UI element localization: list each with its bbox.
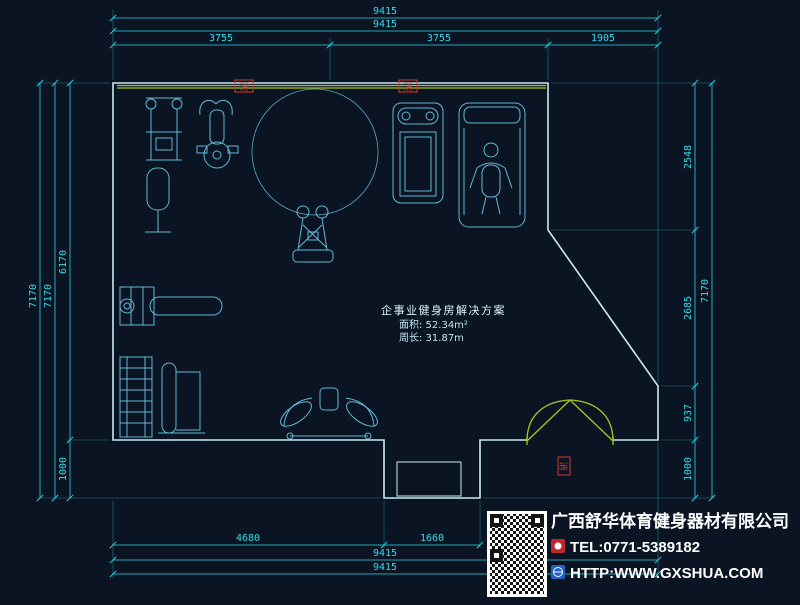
fire-hydrant-mark-3: 消 [557, 456, 571, 476]
dimension-lines-right: 2548 2685 937 1000 7170 [483, 79, 716, 502]
dim-bottom-seg-2: 1660 [420, 533, 444, 544]
dim-left-overall-2: 7170 [43, 284, 54, 308]
fire-mark-label-3: 消 [557, 461, 569, 470]
entrance-double-door [526, 399, 614, 445]
dim-top-overall-2: 9415 [373, 19, 397, 30]
fire-hydrant-mark-1: 消 [234, 79, 254, 93]
fire-hydrant-mark-2: 消 [398, 79, 418, 93]
dim-bottom-overall-1: 9415 [373, 548, 397, 559]
qr-code [487, 511, 547, 597]
globe-icon [551, 565, 565, 579]
dimension-lines-left: 7170 7170 6170 1000 [28, 79, 381, 502]
dimension-lines-top: 9415 9415 3755 3755 1905 [109, 6, 662, 383]
equipment-treadmill-2 [458, 102, 526, 228]
footer-title-block: 广西舒华体育健身器材有限公司 TEL:0771-5389182 HTTP:WWW… [487, 511, 789, 597]
tel-text: TEL:0771-5389182 [570, 539, 700, 556]
dim-right-seg-1: 2548 [683, 145, 694, 169]
url-text: HTTP:WWW.GXSHUA.COM [570, 565, 763, 582]
top-wall-highlight [117, 84, 546, 89]
vestibule-mat [396, 461, 462, 497]
equipment-bench-press [119, 286, 223, 326]
equipment-pec-deck [280, 387, 378, 440]
plan-title: 企事业健身房解决方案 [381, 303, 506, 317]
dim-right-overall: 7170 [700, 279, 711, 303]
equipment-squat-rack [292, 205, 334, 263]
dim-left-seg-1: 6170 [58, 250, 69, 274]
dim-bottom-overall-2: 9415 [373, 562, 397, 573]
equipment-exercise-bike [196, 99, 239, 169]
plan-summary: 企事业健身房解决方案 面积: 52.34m² 周长: 31.87m [381, 303, 506, 344]
equipment-flat-bench [145, 167, 171, 233]
room-outline [112, 82, 659, 499]
dim-top-seg-2: 3755 [427, 33, 451, 44]
plan-area: 面积: 52.34m² [399, 319, 468, 331]
dim-bottom-seg-1: 4680 [236, 533, 260, 544]
dim-top-seg-3: 1905 [591, 33, 615, 44]
dim-top-seg-1: 3755 [209, 33, 233, 44]
phone-icon [551, 539, 565, 553]
company-name: 广西舒华体育健身器材有限公司 [551, 511, 789, 531]
fire-mark-label-1: 消 [239, 81, 248, 93]
equipment-dumbbell-rack [119, 356, 153, 438]
equipment-lat-machine [145, 97, 183, 161]
stretch-area-circle [251, 88, 379, 216]
equipment-treadmill-1 [392, 102, 444, 204]
equipment-adjustable-bench [158, 362, 205, 434]
person-figure [469, 142, 513, 215]
dimension-lines-bottom: 4680 1660 9415 9415 [109, 443, 662, 578]
dim-right-seg-3: 937 [683, 404, 694, 422]
dim-left-overall-1: 7170 [28, 284, 39, 308]
dim-right-seg-4: 1000 [683, 457, 694, 481]
dim-right-seg-2: 2685 [683, 296, 694, 320]
fire-mark-label-2: 消 [403, 81, 412, 93]
plan-perimeter: 周长: 31.87m [399, 332, 464, 344]
dim-top-overall-1: 9415 [373, 6, 397, 17]
dim-left-seg-2: 1000 [58, 457, 69, 481]
